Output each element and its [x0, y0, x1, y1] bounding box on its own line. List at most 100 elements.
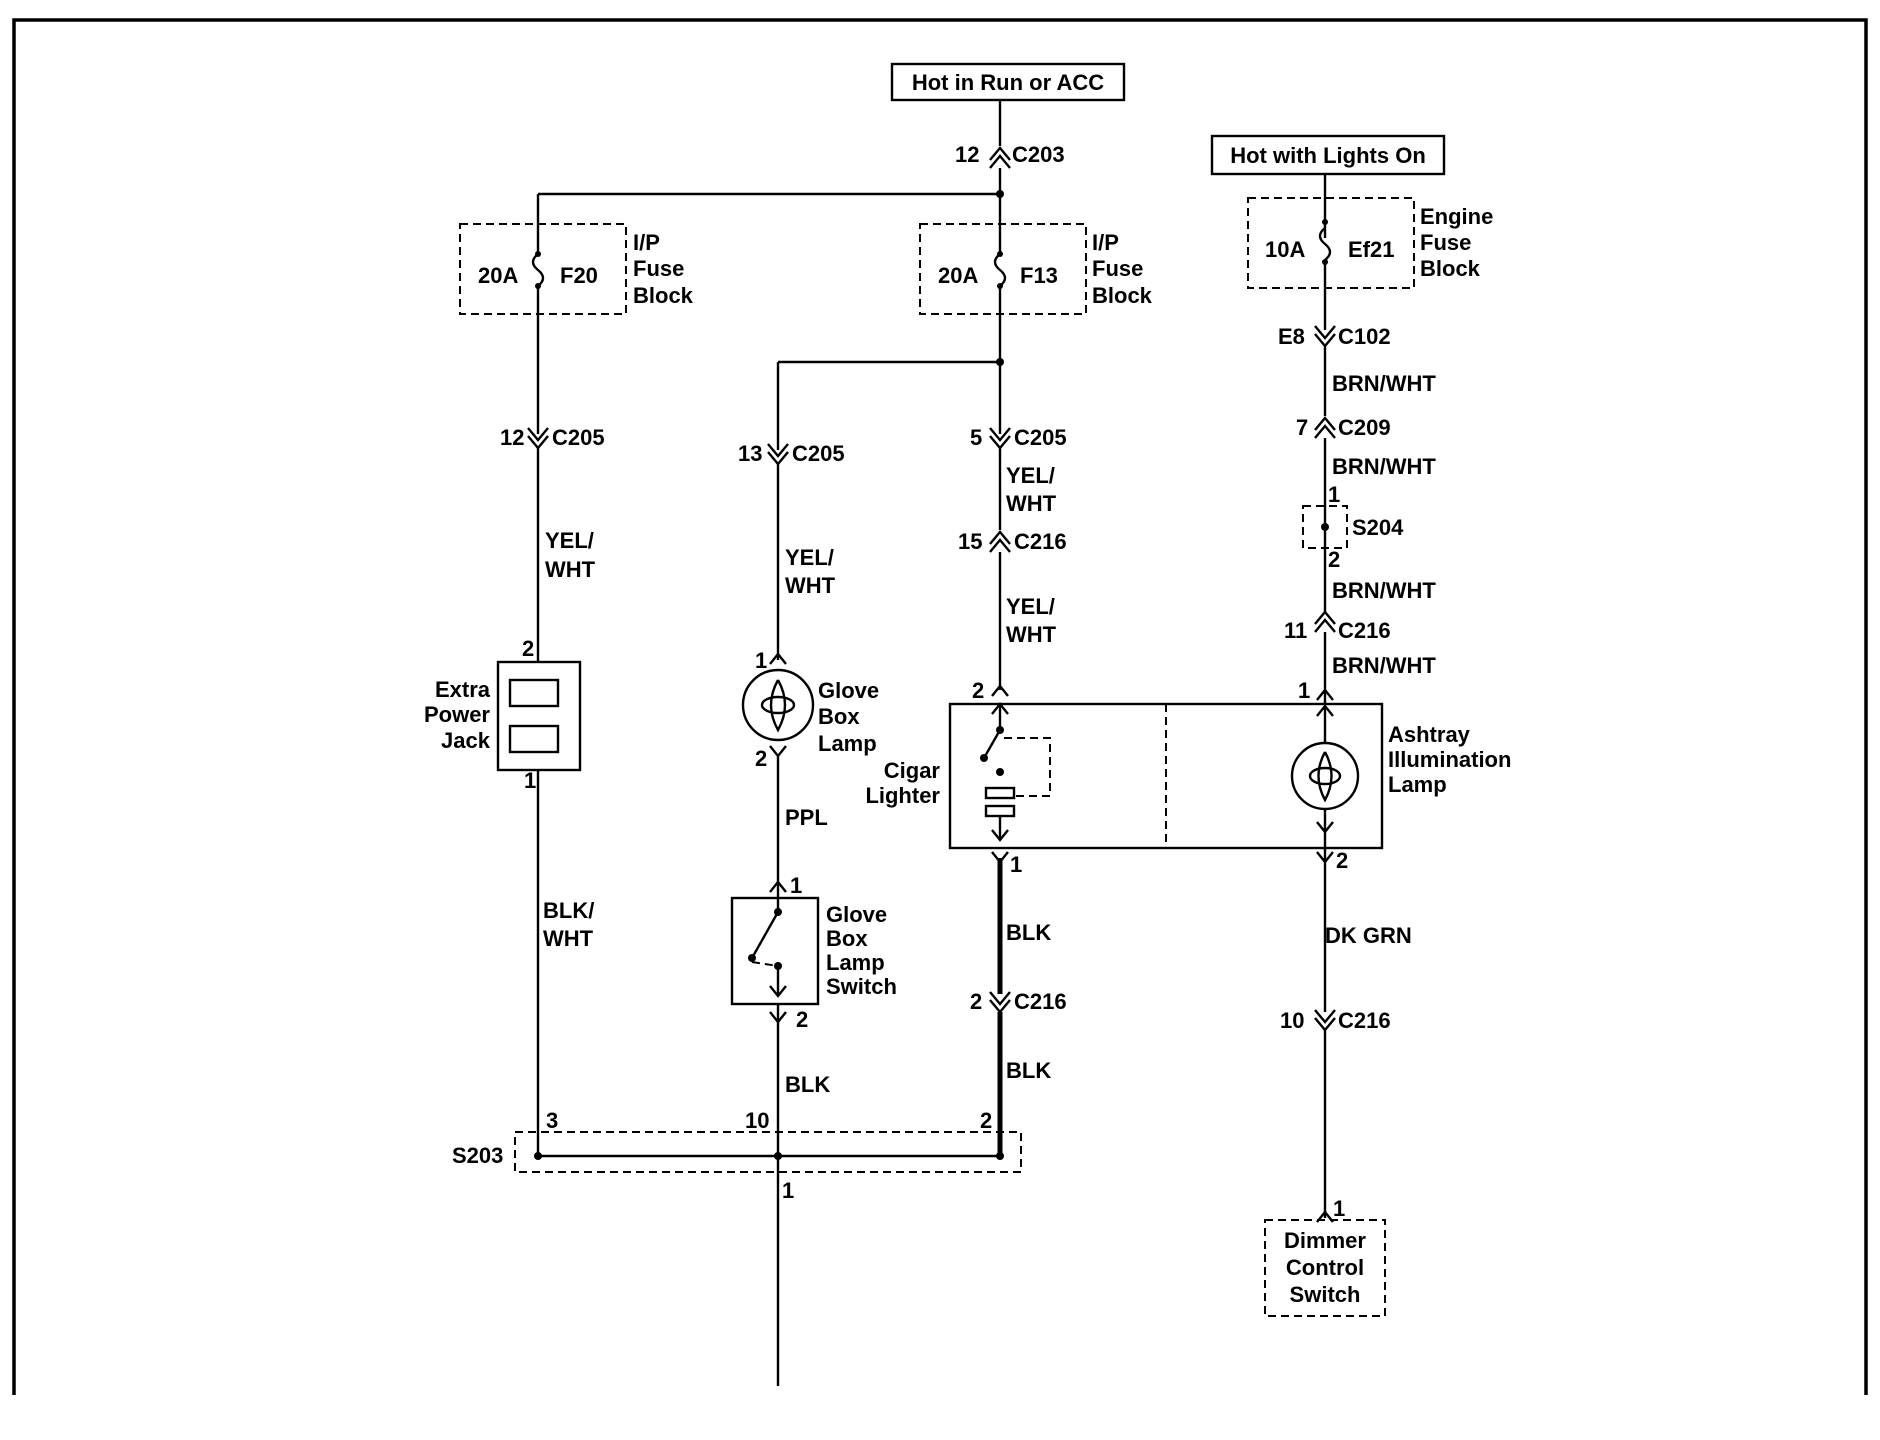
- wire-yel-wht-4a: YEL/: [1006, 594, 1055, 619]
- glove-box-lamp: [741, 668, 815, 742]
- eng-block-l2: Fuse: [1420, 230, 1471, 255]
- c216-d-pin: 10: [1280, 1008, 1304, 1033]
- jack-pin-top: 2: [522, 636, 534, 661]
- wire-blk-wht-b: WHT: [543, 926, 594, 951]
- f13-block-l3: Block: [1092, 283, 1153, 308]
- glove-branch: [776, 358, 1004, 450]
- ashtray-l3: Lamp: [1388, 772, 1447, 797]
- run-acc-feed: 12 C203: [538, 100, 1065, 198]
- column-ashtray-lamp: 10A Ef21 Engine Fuse Block E8 C102 BRN/W…: [1247, 174, 1511, 1317]
- glove-lamp-pin-bot: 2: [755, 746, 767, 771]
- glove-sw-l3: Lamp: [826, 950, 885, 975]
- f13-label: F13: [1020, 263, 1058, 288]
- ef21-rating: 10A: [1265, 237, 1305, 262]
- wire-blk-1: BLK: [785, 1072, 830, 1097]
- c205-b-label: C205: [792, 441, 845, 466]
- glove-lamp-pin-top: 1: [755, 648, 767, 673]
- ashtray-pin-bot: 2: [1336, 848, 1348, 873]
- ashtray-l2: Illumination: [1388, 747, 1511, 772]
- eng-block-l3: Block: [1420, 256, 1481, 281]
- glove-sw-l4: Switch: [826, 974, 897, 999]
- wire-ppl: PPL: [785, 805, 828, 830]
- c216-b-pin: 2: [970, 989, 982, 1014]
- fuse-f13: 20A F13 I/P Fuse Block: [919, 194, 1153, 434]
- wire-blk-wht-a: BLK/: [543, 898, 594, 923]
- wire-brn-wht-2: BRN/WHT: [1332, 454, 1436, 479]
- ashtray-pin-top: 1: [1298, 678, 1310, 703]
- c216-c-pin: 11: [1284, 618, 1307, 643]
- c216-a-label: C216: [1014, 529, 1067, 554]
- s203-pin-2: 2: [980, 1108, 992, 1133]
- f20-rating: 20A: [478, 263, 518, 288]
- wire-dk-grn: DK GRN: [1325, 923, 1412, 948]
- jack-pin-bot: 1: [524, 768, 536, 793]
- c216-d-label: C216: [1338, 1008, 1391, 1033]
- column-power-jack: 12 C205 YEL/ WHT 2 Extra Power Jack 1 BL…: [424, 425, 605, 1156]
- glove-sw-pin-bot: 2: [796, 1007, 808, 1032]
- f13-rating: 20A: [938, 263, 978, 288]
- s203-pin-3: 3: [546, 1108, 558, 1133]
- wire-brn-wht-4: BRN/WHT: [1332, 653, 1436, 678]
- c216-a-pin: 15: [958, 529, 982, 554]
- f20-block-l2: Fuse: [633, 256, 684, 281]
- wire-yel-wht-1b: WHT: [545, 557, 596, 582]
- source-hot-in-run-or-acc: Hot in Run or ACC: [890, 62, 1126, 102]
- glove-lamp-l2: Box: [818, 704, 860, 729]
- glove-sw-l2: Box: [826, 926, 868, 951]
- c216-b-label: C216: [1014, 989, 1067, 1014]
- source-run-acc-label: Hot in Run or ACC: [912, 70, 1104, 95]
- wire-yel-wht-1a: YEL/: [545, 528, 594, 553]
- power-jack-box: [496, 660, 582, 772]
- c205-c-pin: 5: [970, 425, 982, 450]
- glove-sw-l1: Glove: [826, 902, 887, 927]
- c205-c-label: C205: [1014, 425, 1067, 450]
- dimmer-l1: Dimmer: [1284, 1228, 1366, 1253]
- dimmer-pin: 1: [1333, 1196, 1345, 1221]
- page-frame: [12, 18, 1868, 1395]
- fuse-f20: 20A F20 I/P Fuse Block: [459, 194, 694, 434]
- splice-s203: S203 3 10 2 1: [452, 1108, 1022, 1203]
- ef21-label: Ef21: [1348, 237, 1394, 262]
- ashtray-l1: Ashtray: [1388, 722, 1471, 747]
- cigar-l2: Lighter: [865, 783, 940, 808]
- f13-block-l1: I/P: [1092, 230, 1119, 255]
- s204-pin-bot: 2: [1328, 547, 1340, 572]
- c216-c-label: C216: [1338, 618, 1391, 643]
- wire-yel-wht-3a: YEL/: [1006, 463, 1055, 488]
- wire-brn-wht-3: BRN/WHT: [1332, 578, 1436, 603]
- dimmer-l2: Control: [1286, 1255, 1364, 1280]
- c205-a-label: C205: [552, 425, 605, 450]
- wire-yel-wht-3b: WHT: [1006, 491, 1057, 516]
- c209-label: C209: [1338, 415, 1391, 440]
- wire-blk-3: BLK: [1006, 1058, 1051, 1083]
- wire-blk-2: BLK: [1006, 920, 1051, 945]
- c205-b-pin: 13: [738, 441, 762, 466]
- c102-pin: E8: [1278, 324, 1305, 349]
- s203-pin-10: 10: [745, 1108, 769, 1133]
- c203-label: C203: [1012, 142, 1065, 167]
- s203-label: S203: [452, 1143, 503, 1168]
- s203-pin-1: 1: [782, 1178, 794, 1203]
- c205-a-pin: 12: [500, 425, 524, 450]
- cigar-pin-top: 2: [972, 678, 984, 703]
- c203-pin: 12: [955, 142, 979, 167]
- s204-label: S204: [1352, 515, 1404, 540]
- jack-label-l3: Jack: [441, 728, 491, 753]
- source-hot-with-lights-on: Hot with Lights On: [1210, 134, 1446, 176]
- dimmer-control-switch: [1264, 1219, 1386, 1317]
- glove-lamp-l1: Glove: [818, 678, 879, 703]
- f20-block-l3: Block: [633, 283, 694, 308]
- cigar-pin-bot: 1: [1010, 852, 1022, 877]
- jack-label-l1: Extra: [435, 677, 491, 702]
- glove-lamp-l3: Lamp: [818, 731, 877, 756]
- wire-yel-wht-4b: WHT: [1006, 622, 1057, 647]
- f13-block-l2: Fuse: [1092, 256, 1143, 281]
- column-cigar-lighter: 5 C205 YEL/ WHT 15 C216 YEL/ WHT 2 Cigar…: [865, 425, 1384, 1156]
- f20-block-l1: I/P: [633, 230, 660, 255]
- s204-pin-top: 1: [1328, 482, 1340, 507]
- glove-sw-pin-top: 1: [790, 873, 802, 898]
- dimmer-l3: Switch: [1290, 1282, 1361, 1307]
- f20-label: F20: [560, 263, 598, 288]
- source-lights-on-label: Hot with Lights On: [1230, 143, 1426, 168]
